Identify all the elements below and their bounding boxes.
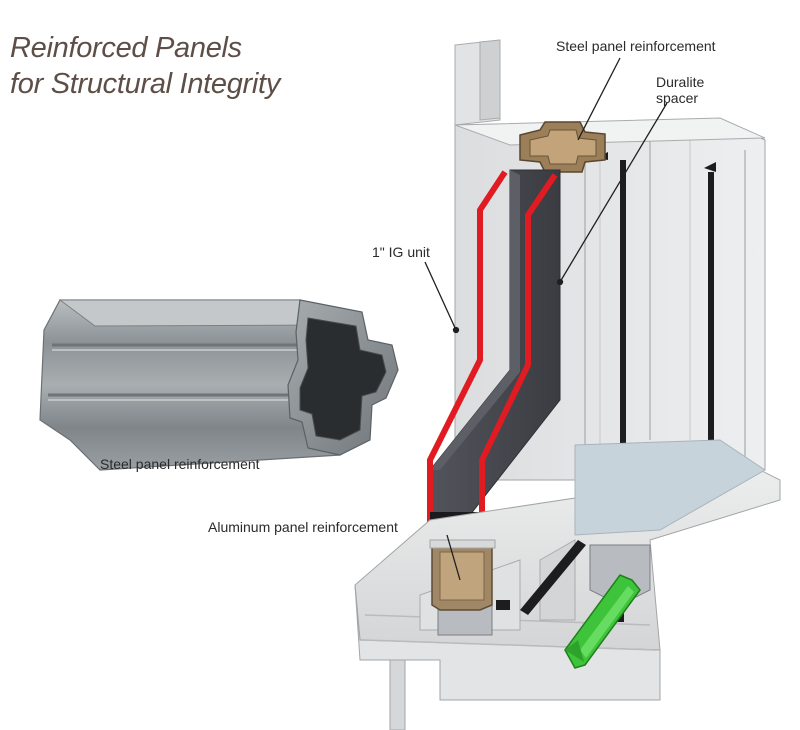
label-ig-unit: 1ʺ IG unit <box>372 244 430 260</box>
weatherstrip-2 <box>708 172 714 472</box>
steel-reinforcement-top <box>519 121 606 173</box>
steel-reinforcement-bar <box>39 299 399 471</box>
title-line-1: Reinforced Panels <box>10 32 242 64</box>
aluminum-reinforcement <box>429 539 496 611</box>
title-line-2: for Structural Integrity <box>10 68 281 100</box>
label-duralite-1: Duralite <box>656 74 705 90</box>
leader-duralite <box>559 102 668 283</box>
label-steel-left: Steel panel reinforcement <box>100 456 260 472</box>
glass-pane-outer <box>427 170 508 522</box>
window-sill <box>354 439 781 730</box>
label-duralite-2: spacer <box>656 90 699 106</box>
glass-pane-inner <box>479 173 558 522</box>
leader-ig-unit <box>424 261 457 331</box>
weatherstrip-1 <box>620 160 626 470</box>
green-reinforcement <box>564 574 641 669</box>
diagram-title: Reinforced Panels for Structural Integri… <box>10 30 280 102</box>
leader-aluminum <box>446 534 461 581</box>
label-aluminum: Aluminum panel reinforcement <box>208 519 398 535</box>
leader-lines <box>424 57 668 581</box>
label-steel-top: Steel panel reinforcement <box>556 38 716 54</box>
ig-unit <box>427 169 561 524</box>
leader-steel-top <box>577 57 621 141</box>
